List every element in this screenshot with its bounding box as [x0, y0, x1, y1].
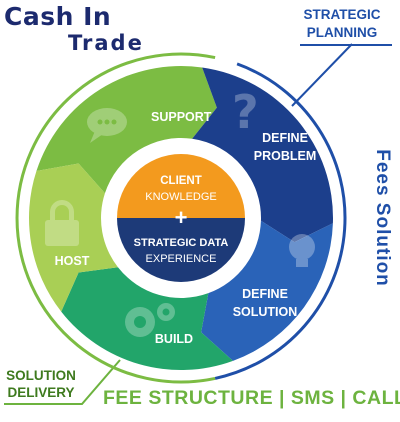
corner-tr-line2: PLANNING [306, 25, 378, 40]
center-bottom-half [117, 218, 245, 282]
corner-bl-line1: SOLUTION [6, 368, 76, 383]
segment-host [28, 163, 118, 312]
center-plus: + [175, 205, 188, 230]
corner-bl-line2: DELIVERY [7, 385, 75, 400]
light-bulb-icon [289, 234, 315, 267]
center-top-half [117, 154, 245, 218]
segment-define-problem [192, 67, 334, 243]
center-client: CLIENT [160, 175, 202, 187]
segment-support [36, 66, 217, 194]
center-experience: EXPERIENCE [146, 253, 217, 265]
segment-build [61, 267, 233, 370]
strategic-planning-label: STRATEGIC PLANNING [292, 6, 392, 42]
question-mark-icon: ? [232, 85, 259, 139]
label-support: SUPPORT [151, 110, 212, 124]
corner-tr-line1: STRATEGIC [303, 7, 381, 22]
label-host: HOST [55, 254, 90, 268]
label-build: BUILD [155, 332, 193, 346]
connector-bottom-left [4, 359, 121, 405]
chat-bubble-icon [87, 108, 127, 143]
footer-services-text: FEE STRUCTURE | SMS | CALL [103, 387, 400, 409]
solution-delivery-label: SOLUTION DELIVERY [0, 367, 82, 401]
connector-top-right [291, 43, 353, 107]
label-define-solution-1: DEFINE [242, 287, 288, 301]
segment-define-solution [201, 220, 333, 361]
svg-text:?: ? [232, 85, 259, 139]
logo-trade: Trade [68, 31, 144, 55]
label-define-solution-2: SOLUTION [233, 305, 298, 319]
label-define-problem-1: DEFINE [262, 131, 308, 145]
label-define-problem-2: PROBLEM [254, 149, 317, 163]
center-strategic-data: STRATEGIC DATA [134, 237, 229, 249]
center-knowledge: KNOWLEDGE [145, 191, 217, 203]
padlock-icon [45, 200, 79, 246]
gears-icon [125, 303, 175, 337]
logo-cash-in: Cash In [4, 2, 112, 31]
outer-ring-green [15, 52, 216, 384]
outer-ring-blue [214, 62, 347, 380]
